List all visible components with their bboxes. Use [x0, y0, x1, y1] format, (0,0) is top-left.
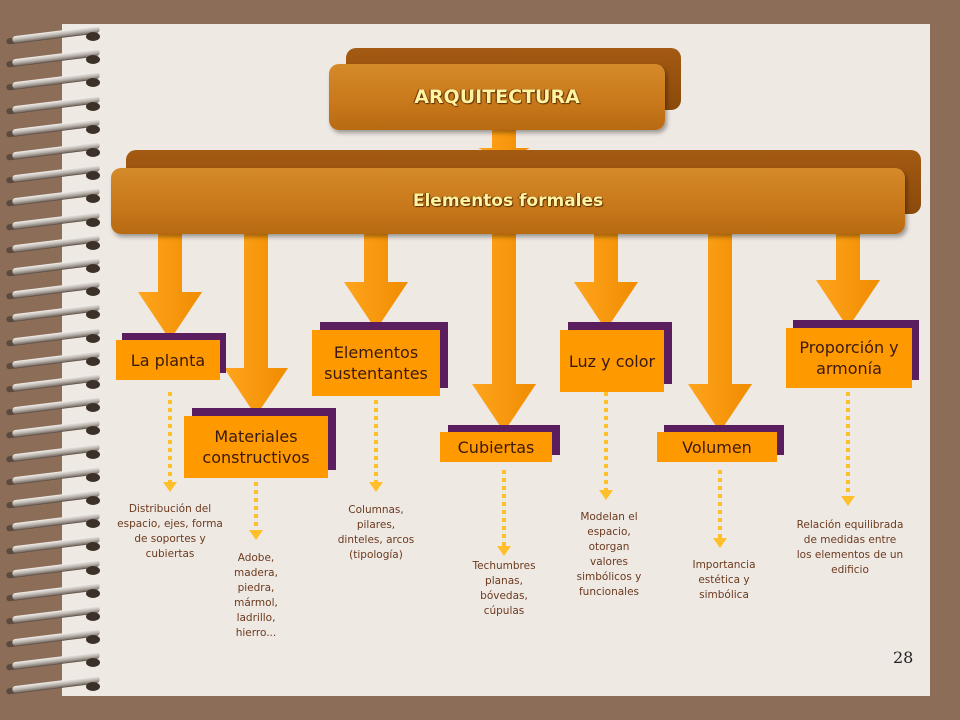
category-arrow	[688, 232, 752, 432]
spiral-ring	[5, 489, 102, 509]
category-arrow	[138, 232, 202, 340]
middle-title: Elementos formales	[111, 168, 905, 234]
dotted-connector-head	[497, 546, 511, 556]
spiral-ring	[5, 234, 102, 254]
spiral-ring	[5, 164, 102, 184]
spiral-ring	[5, 512, 102, 532]
dotted-connector-head	[163, 482, 177, 492]
category-arrow	[224, 232, 288, 416]
spiral-ring	[5, 350, 102, 370]
category-arrow	[472, 232, 536, 432]
category-description: Importancia estética y simbólica	[692, 559, 756, 601]
spiral-ring	[5, 72, 102, 91]
spiral-ring	[5, 257, 102, 277]
category-description: Relación equilibrada de medidas entre lo…	[796, 519, 904, 576]
category-box: Volumen	[657, 432, 777, 462]
spiral-ring	[5, 118, 102, 138]
category-description: Techumbres planas, bóvedas, cúpulas	[472, 560, 536, 617]
page-number: 28	[893, 648, 914, 667]
spiral-ring	[5, 536, 102, 555]
spiral-ring	[5, 559, 102, 579]
spiral-ring	[5, 48, 102, 68]
spiral-ring	[5, 280, 102, 300]
category-description: Distribución del espacio, ejes, forma de…	[117, 503, 223, 560]
dotted-connector-head	[713, 538, 727, 548]
category-box: Materiales constructivos	[184, 416, 328, 478]
spiral-ring	[5, 652, 102, 671]
spiral-ring	[5, 327, 102, 347]
spiral-ring	[5, 373, 102, 393]
spiral-ring	[5, 582, 102, 602]
top-title: ARQUITECTURA	[329, 64, 665, 130]
spiral-ring	[5, 396, 102, 416]
spiral-ring	[5, 466, 102, 486]
category-box: La planta	[116, 340, 220, 380]
spiral-ring	[5, 141, 102, 161]
spiral-ring	[5, 25, 102, 45]
category-box: Luz y color	[560, 330, 664, 392]
category-description: Columnas, pilares, dinteles, arcos (tipo…	[337, 504, 415, 561]
dotted-connector-head	[369, 482, 383, 492]
category-box: Elementos sustentantes	[312, 330, 440, 396]
spiral-ring	[5, 188, 102, 207]
category-box: Cubiertas	[440, 432, 552, 462]
category-arrow	[344, 232, 408, 330]
spiral-ring	[5, 420, 102, 439]
category-arrow	[816, 232, 880, 328]
category-arrow	[574, 232, 638, 330]
dotted-connector-head	[841, 496, 855, 506]
category-box: Proporción y armonía	[786, 328, 912, 388]
spiral-ring	[5, 95, 102, 115]
dotted-connector-head	[249, 530, 263, 540]
category-description: Adobe, madera, piedra, mármol, ladrillo,…	[234, 552, 278, 639]
spiral-ring	[5, 211, 102, 231]
dotted-connector-head	[599, 490, 613, 500]
dotted-arrows	[163, 392, 855, 556]
spiral-ring	[5, 628, 102, 648]
category-description: Modelan el espacio, otorgan valores simb…	[576, 511, 642, 598]
spiral-ring	[5, 605, 102, 625]
spiral-ring	[5, 675, 102, 695]
spiral-ring	[5, 443, 102, 463]
spiral-ring	[5, 304, 102, 323]
